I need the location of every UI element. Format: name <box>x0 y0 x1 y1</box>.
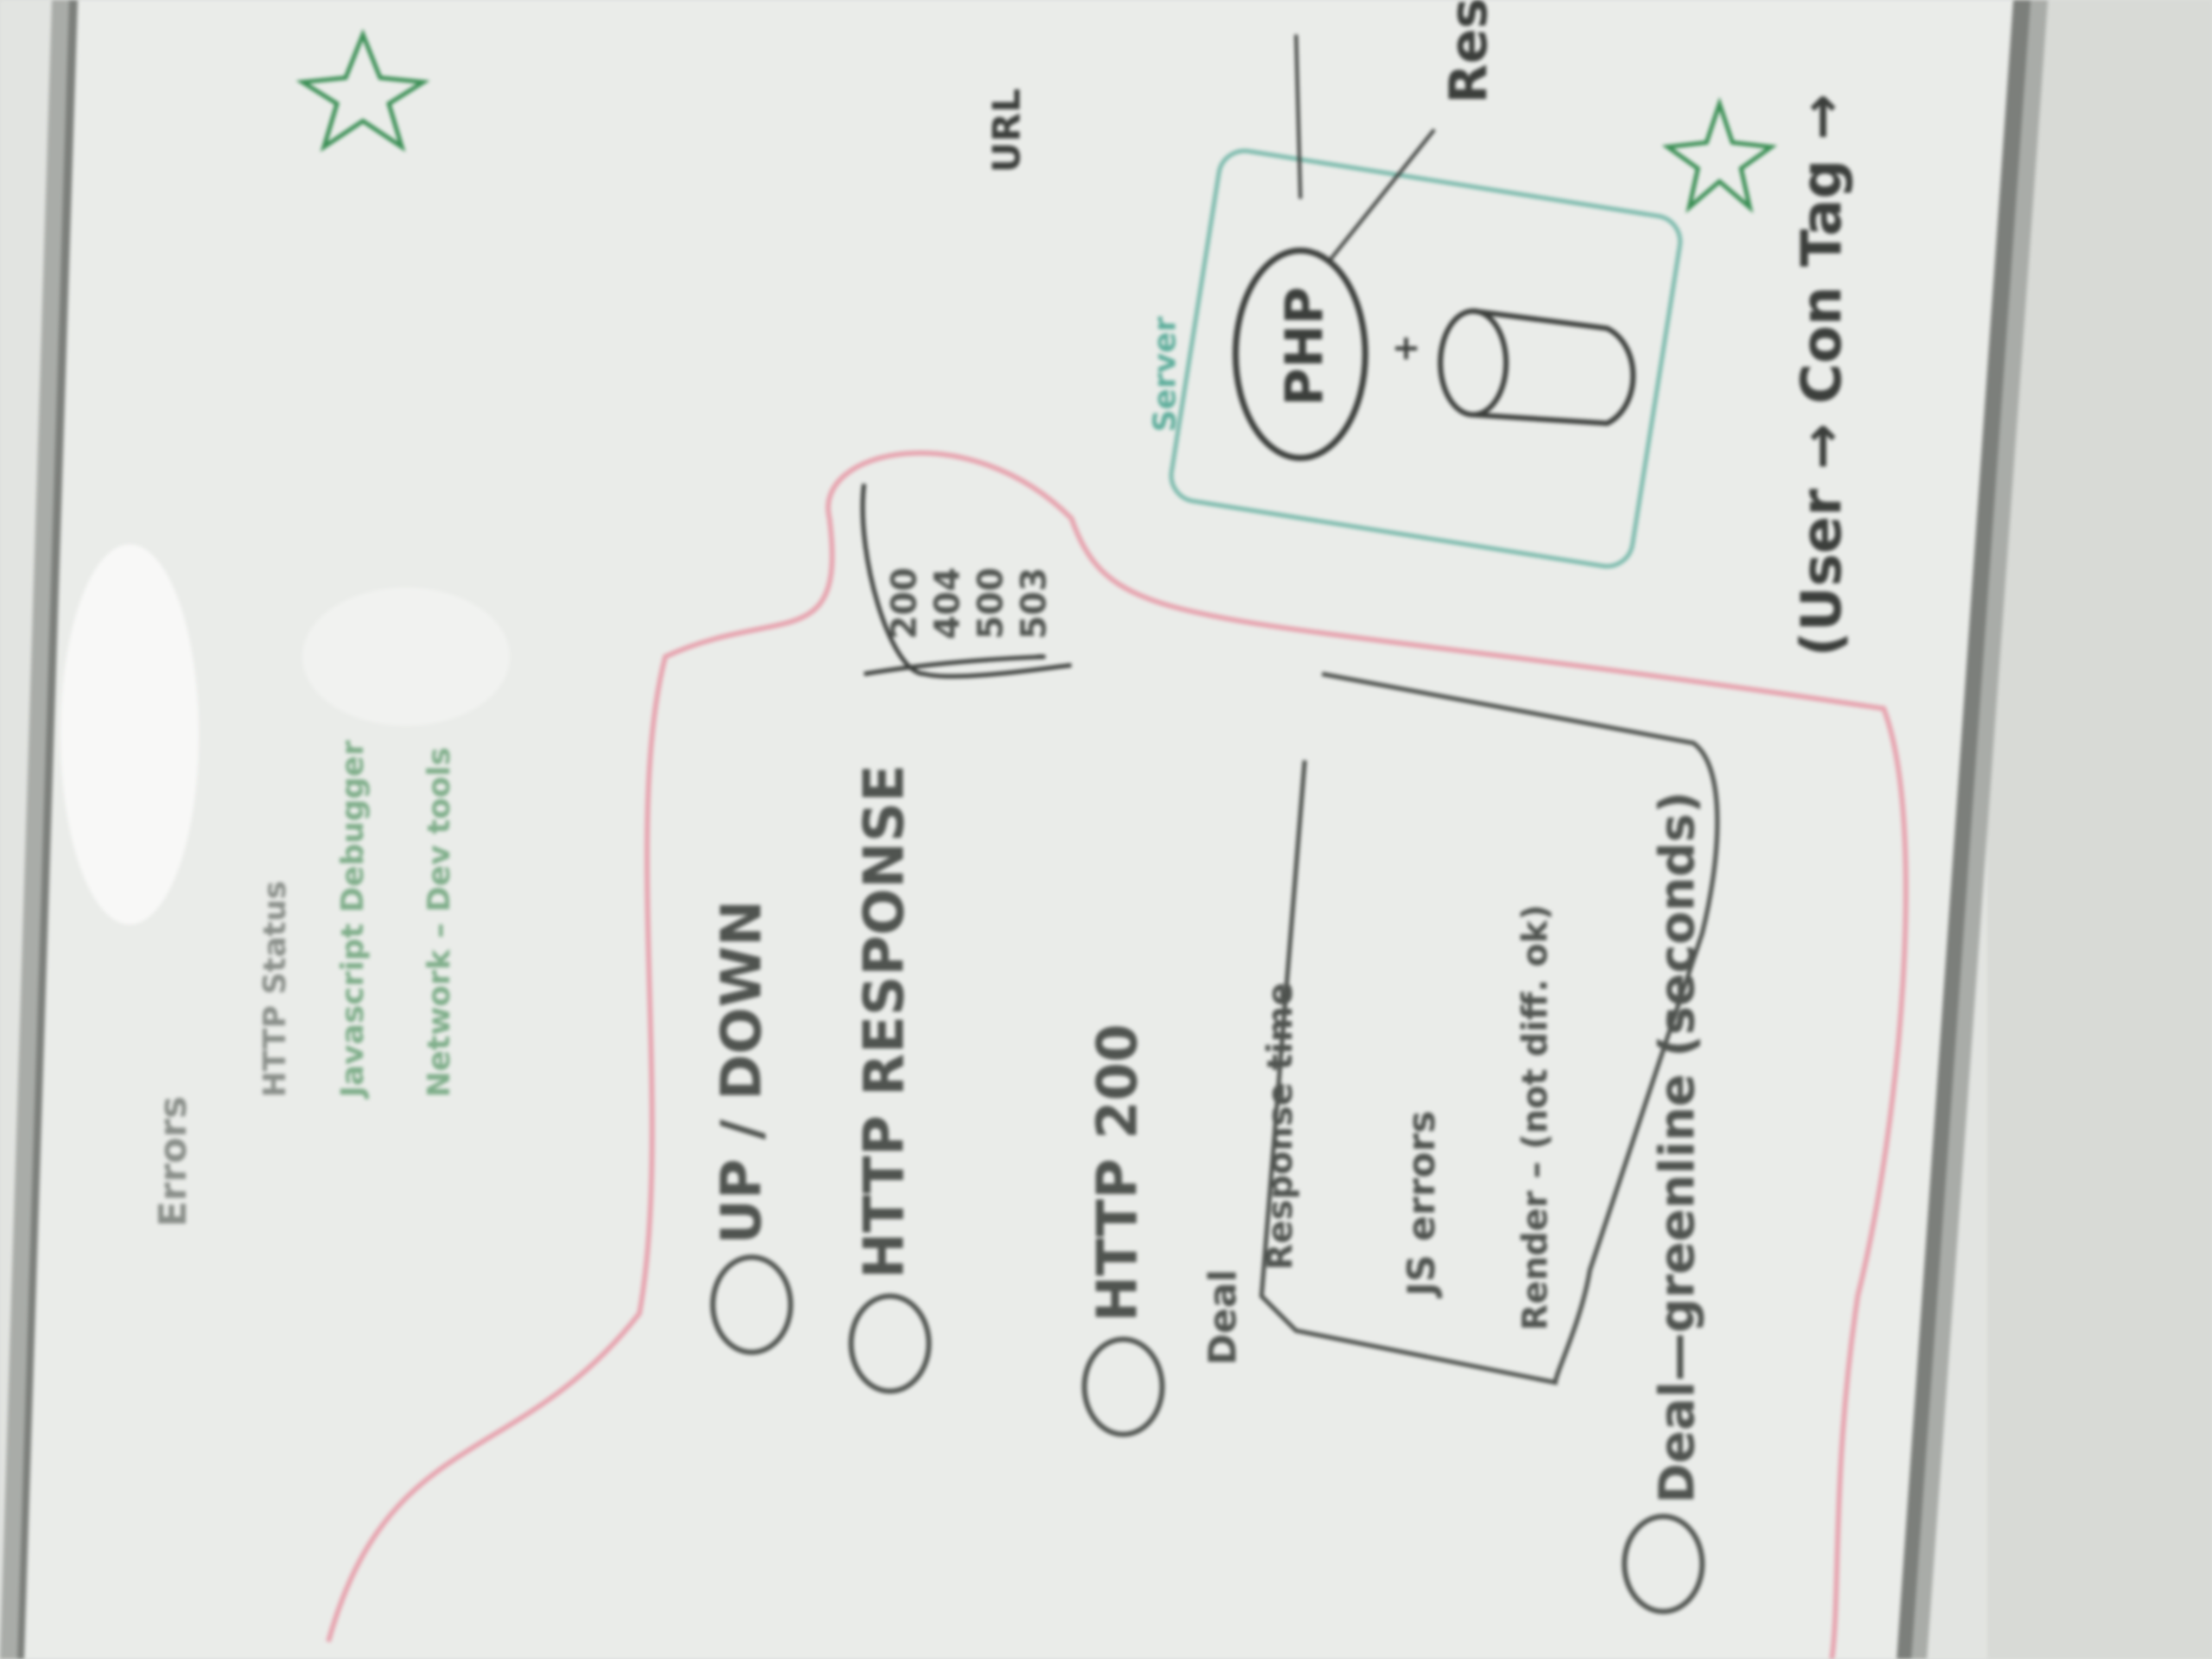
whiteboard <box>24 0 2013 1659</box>
number-3-circle <box>1082 1337 1165 1437</box>
deal-label: Deal <box>1201 1269 1245 1365</box>
code-200: 200 <box>885 568 925 640</box>
url-label: URL <box>985 88 1029 173</box>
errors-line-1: HTTP Status <box>257 880 293 1097</box>
res-label: Res <box>1439 0 1499 104</box>
green-star-bottom <box>1662 97 1777 213</box>
bottom-flow-text: (User → Con Tag → <box>1790 93 1854 657</box>
errors-line-3: Network – Dev tools <box>422 747 457 1097</box>
item-1-text: UP / DOWN <box>710 900 774 1245</box>
number-1-circle <box>710 1255 793 1355</box>
item-3-text: HTTP 200 <box>1086 1024 1150 1322</box>
green-star-top <box>296 29 430 152</box>
errors-line-2: Javascript Debugger <box>335 741 371 1100</box>
errors-title: Errors <box>151 1096 195 1227</box>
deal-line-2: JS errors <box>1400 1110 1444 1299</box>
deal-line-1: Response time <box>1261 982 1300 1270</box>
db-plus: + <box>1386 334 1426 363</box>
server-label: Server <box>1147 316 1183 432</box>
item-4-text: Deal—greenline (seconds) <box>1649 791 1706 1503</box>
code-503: 503 <box>1014 568 1054 640</box>
number-4-circle <box>1622 1514 1705 1614</box>
code-500: 500 <box>971 568 1011 640</box>
deal-box <box>1259 671 1719 1386</box>
number-2-circle <box>849 1294 931 1394</box>
item-2-text: HTTP RESPONSE <box>853 765 917 1279</box>
php-circle <box>1232 247 1369 461</box>
pink-outline <box>326 450 1909 1659</box>
deal-line-3: Render – (not diff. ok) <box>1516 905 1555 1331</box>
codes-brace <box>860 483 1072 679</box>
code-404: 404 <box>928 568 968 640</box>
light-glare <box>60 544 199 925</box>
server-box <box>1169 149 1682 569</box>
database-icon <box>1438 308 1636 427</box>
php-label: PHP <box>1274 287 1335 406</box>
